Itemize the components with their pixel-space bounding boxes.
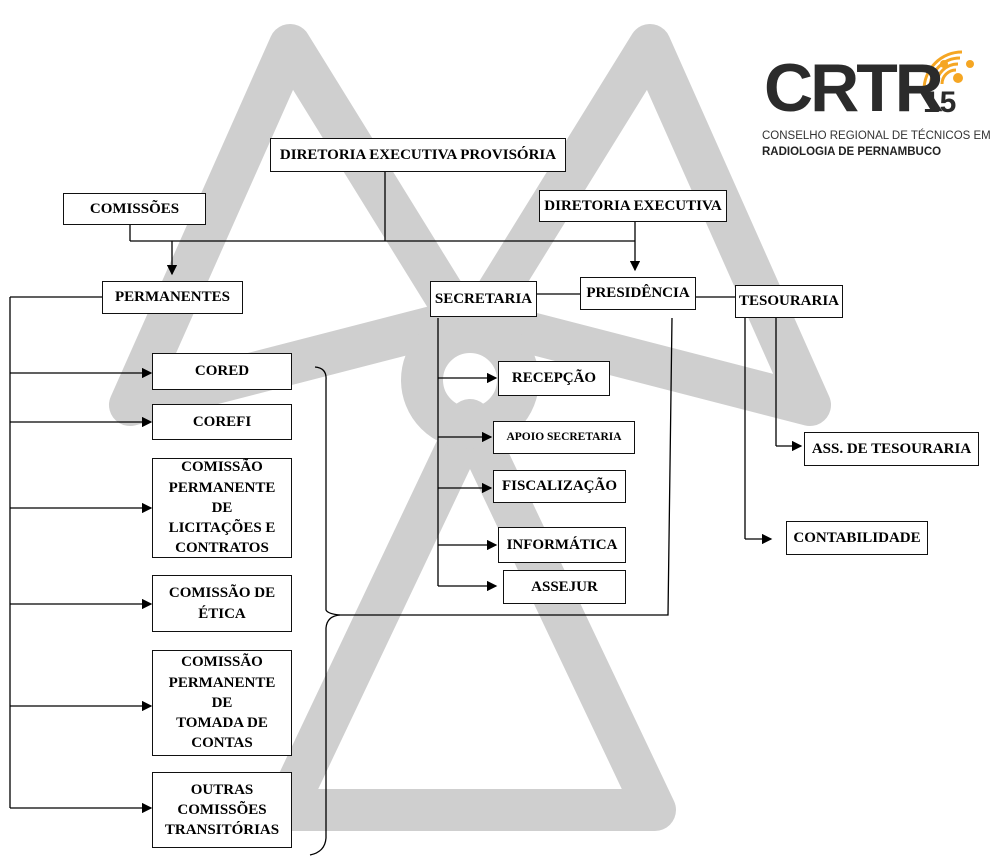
- logo-number: 15: [923, 86, 957, 119]
- box-diretoria-executiva: DIRETORIA EXECUTIVA: [539, 190, 727, 222]
- box-apoio-secretaria: APOIO SECRETARIA: [493, 421, 635, 454]
- brace-connector: [309, 614, 341, 856]
- box-etica: COMISSÃO DE ÉTICA: [152, 575, 292, 632]
- box-outras-comissoes: OUTRAS COMISSÕES TRANSITÓRIAS: [152, 772, 292, 848]
- box-contabilidade: CONTABILIDADE: [786, 521, 928, 555]
- logo-subtitle-line2: RADIOLOGIA DE PERNAMBUCO: [762, 146, 942, 158]
- box-informatica: INFORMÁTICA: [498, 527, 626, 563]
- box-permanentes: PERMANENTES: [102, 281, 243, 314]
- box-recepcao: RECEPÇÃO: [498, 361, 610, 396]
- crtr15-logo: CRTR 15 CONSELHO REGIONAL DE TÉCNICOS EM…: [760, 38, 992, 168]
- box-corefi: COREFI: [152, 404, 292, 440]
- box-licitacoes: COMISSÃO PERMANENTE DE LICITAÇÕES E CONT…: [152, 458, 292, 558]
- logo-waves-icon: [922, 50, 974, 91]
- logo-subtitle-line1: CONSELHO REGIONAL DE TÉCNICOS EM: [762, 130, 991, 142]
- box-diretoria-provisoria: DIRETORIA EXECUTIVA PROVISÓRIA: [270, 138, 566, 172]
- box-fiscalizacao: FISCALIZAÇÃO: [493, 470, 626, 503]
- box-tomada-contas: COMISSÃO PERMANENTE DE TOMADA DE CONTAS: [152, 650, 292, 756]
- box-assejur: ASSEJUR: [503, 570, 626, 604]
- box-tesouraria: TESOURARIA: [735, 285, 843, 318]
- logo-wordmark: CRTR: [764, 50, 944, 126]
- box-ass-tesouraria: ASS. DE TESOURARIA: [804, 432, 979, 466]
- box-presidencia: PRESIDÊNCIA: [580, 277, 696, 310]
- box-comissoes: COMISSÕES: [63, 193, 206, 225]
- box-cored: CORED: [152, 353, 292, 390]
- box-secretaria: SECRETARIA: [430, 281, 537, 317]
